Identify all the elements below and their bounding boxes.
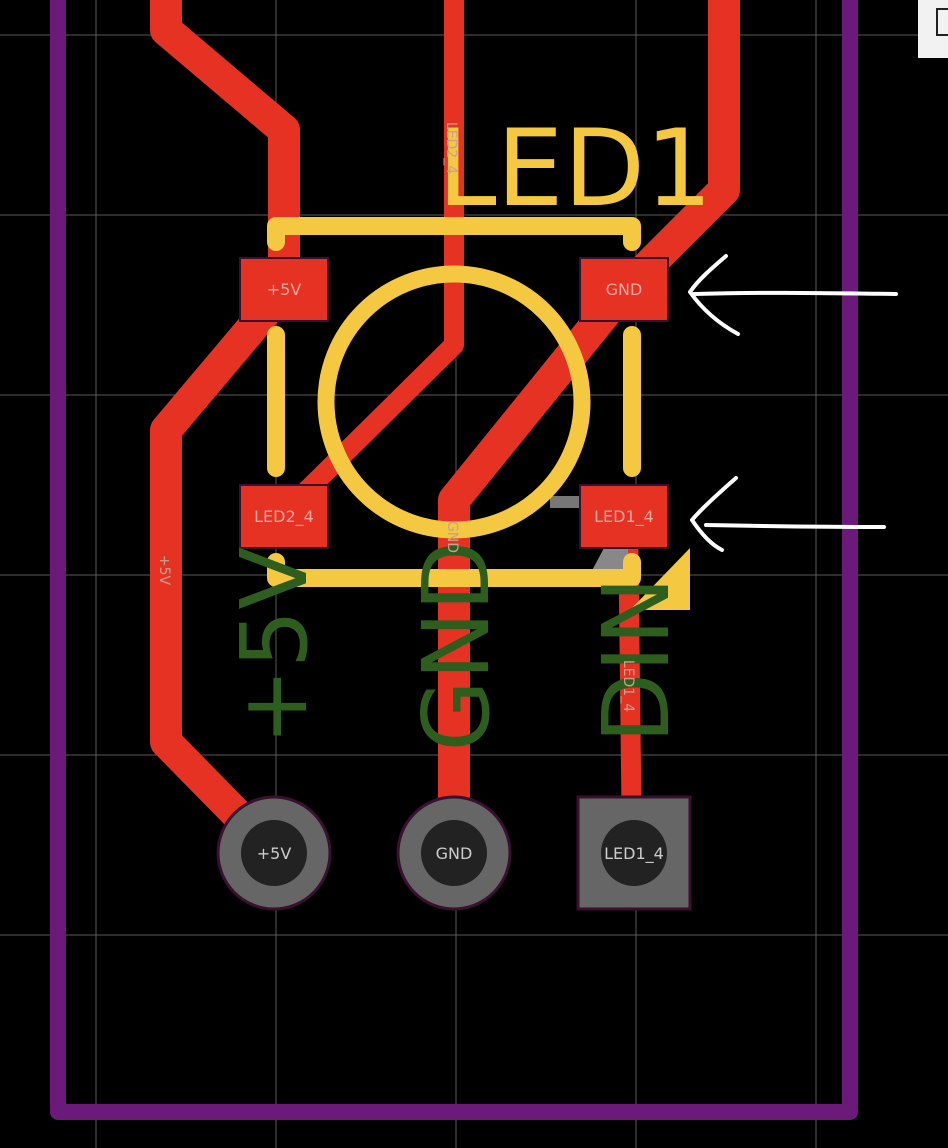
- trace-label-top: LED2_4: [443, 122, 459, 174]
- th-label-middle: GND: [436, 844, 473, 863]
- pad-label-top-left: +5V: [267, 280, 302, 299]
- panel-toggle-icon[interactable]: [936, 8, 948, 36]
- arrow-icon-gnd: [688, 254, 898, 336]
- trace-5v-top: [150, 0, 300, 306]
- arrow-icon-led1: [690, 476, 886, 552]
- silk-label-right: DIN: [583, 577, 690, 744]
- smd-pads: [239, 257, 669, 549]
- trace-5v-left: [150, 274, 300, 868]
- trace-label-right: LED1_4: [620, 660, 636, 712]
- gray-stub: [550, 496, 582, 508]
- silk-label-middle: GND: [403, 541, 510, 752]
- component-designator: LED1: [437, 107, 712, 230]
- silkscreen-labels: +5V GND DIN: [221, 541, 690, 752]
- pad-label-top-right: GND: [606, 280, 643, 299]
- smd-pad-top-left: [239, 257, 329, 322]
- component-outline: [267, 217, 641, 587]
- pad-label-bottom-left: LED2_4: [254, 507, 314, 527]
- th-label-right: LED1_4: [604, 844, 664, 864]
- board-outline: [50, 0, 858, 1120]
- th-label-left: +5V: [257, 844, 292, 863]
- smd-pad-bottom-right: [579, 484, 669, 549]
- through-hole-labels: +5V GND LED1_4: [257, 844, 664, 864]
- trace-label-center: GND: [444, 521, 460, 553]
- smd-pad-top-right: [579, 257, 669, 322]
- pin1-marker: [630, 548, 690, 610]
- corner-widget[interactable]: [918, 0, 948, 58]
- pad-label-bottom-right: LED1_4: [594, 507, 654, 527]
- silk-label-left: +5V: [221, 547, 328, 746]
- pad-labels: +5V GND LED2_4 LED1_4: [254, 280, 654, 527]
- led-body-circle: [317, 265, 591, 539]
- through-hole-pads: [216, 795, 692, 911]
- smd-pad-bottom-left: [239, 484, 329, 549]
- trace-labels: LED2_4 +5V GND LED1_4: [156, 122, 636, 712]
- annotation-arrows: [688, 254, 898, 552]
- trace-label-left: +5V: [156, 555, 172, 586]
